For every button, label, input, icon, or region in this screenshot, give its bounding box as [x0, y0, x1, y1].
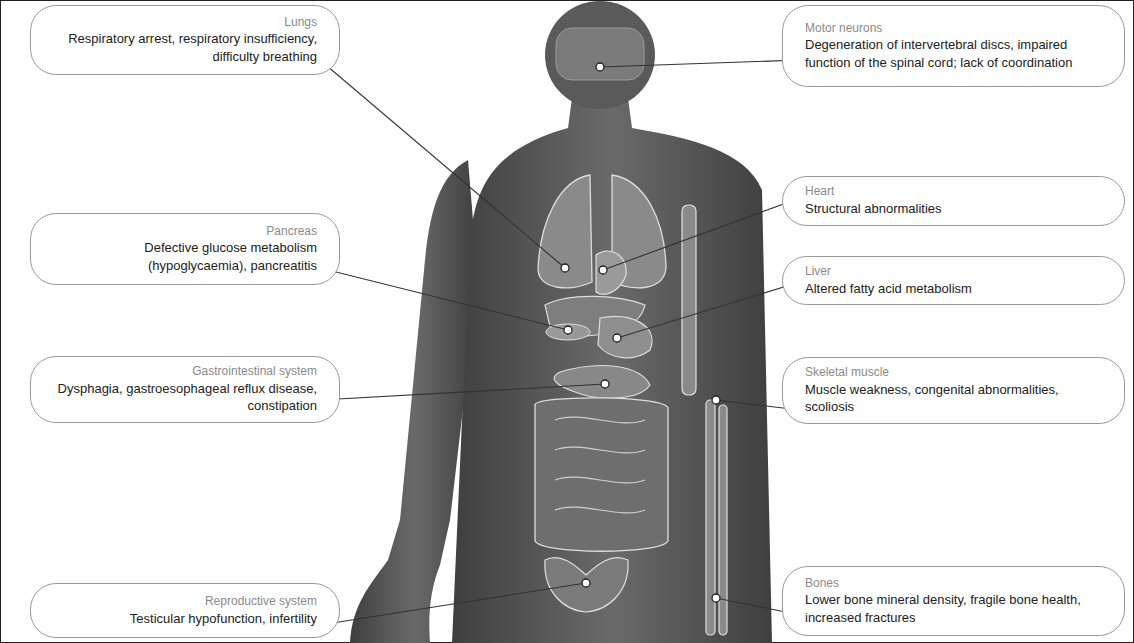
organ-dot [596, 63, 604, 71]
symptom-text: Altered fatty acid metabolism [805, 280, 1102, 298]
organ-dot [601, 380, 609, 388]
organ-heading: Liver [805, 264, 1102, 280]
organ-heading: Lungs [53, 15, 317, 31]
leader-line [617, 282, 800, 338]
leader-lines [320, 60, 800, 625]
organ-heading: Heart [805, 184, 1102, 200]
leader-line [320, 384, 605, 400]
organ-heading: Gastrointestinal system [53, 364, 317, 380]
leader-line [320, 60, 565, 268]
heart-shape [596, 251, 626, 294]
symptom-text: Defective glucose metabolism (hypoglycae… [53, 239, 317, 274]
intestine-shape [535, 398, 668, 551]
organ-dot [712, 396, 720, 404]
leader-line [603, 198, 800, 270]
organ-dot [712, 594, 720, 602]
intestine-coils [555, 417, 645, 513]
head-silhouette [545, 1, 655, 109]
callout-box: BonesLower bone mineral density, fragile… [782, 566, 1125, 636]
callout-box: PancreasDefective glucose metabolism (hy… [30, 213, 340, 285]
organ-heading: Reproductive system [53, 594, 317, 610]
organ-dots [561, 63, 720, 602]
lung-shape [538, 175, 592, 288]
leader-line [320, 268, 568, 330]
intestine-shape [554, 366, 650, 399]
symptom-text: Degeneration of intervertebral discs, im… [805, 36, 1102, 71]
callout-box: HeartStructural abnormalities [782, 176, 1125, 226]
organ-heading: Pancreas [53, 224, 317, 240]
callout-box: LiverAltered fatty acid metabolism [782, 256, 1125, 305]
brain-shape [556, 28, 644, 80]
symptom-text: Lower bone mineral density, fragile bone… [805, 591, 1102, 626]
symptom-text: Muscle weakness, congenital abnormalitie… [805, 381, 1102, 416]
organ-dot [561, 264, 569, 272]
symptom-text: Respiratory arrest, respiratory insuffic… [53, 30, 317, 65]
organ-dot [582, 579, 590, 587]
callout-box: Reproductive systemTesticular hypofuncti… [30, 583, 340, 638]
organ-dot [564, 326, 572, 334]
organ-heading: Bones [805, 576, 1102, 592]
callout-box: Gastrointestinal systemDysphagia, gastro… [30, 356, 340, 423]
callout-box: Skeletal muscleMuscle weakness, congenit… [782, 357, 1125, 424]
organ-heading: Skeletal muscle [805, 365, 1102, 381]
organ-dot [599, 266, 607, 274]
symptom-text: Testicular hypofunction, infertility [53, 610, 317, 628]
callout-box: Motor neuronsDegeneration of interverteb… [782, 5, 1125, 87]
torso-silhouette [452, 98, 772, 643]
organ-dot [613, 334, 621, 342]
leader-line [600, 60, 800, 67]
leader-line [320, 583, 586, 625]
stomach-shape [598, 317, 652, 358]
symptom-text: Dysphagia, gastroesophageal reflux disea… [53, 380, 317, 415]
organ-heading: Motor neurons [805, 21, 1102, 37]
arm-bone [682, 205, 696, 395]
callout-box: LungsRespiratory arrest, respiratory ins… [30, 5, 340, 75]
symptom-text: Structural abnormalities [805, 200, 1102, 218]
pelvis-shape [545, 558, 628, 612]
